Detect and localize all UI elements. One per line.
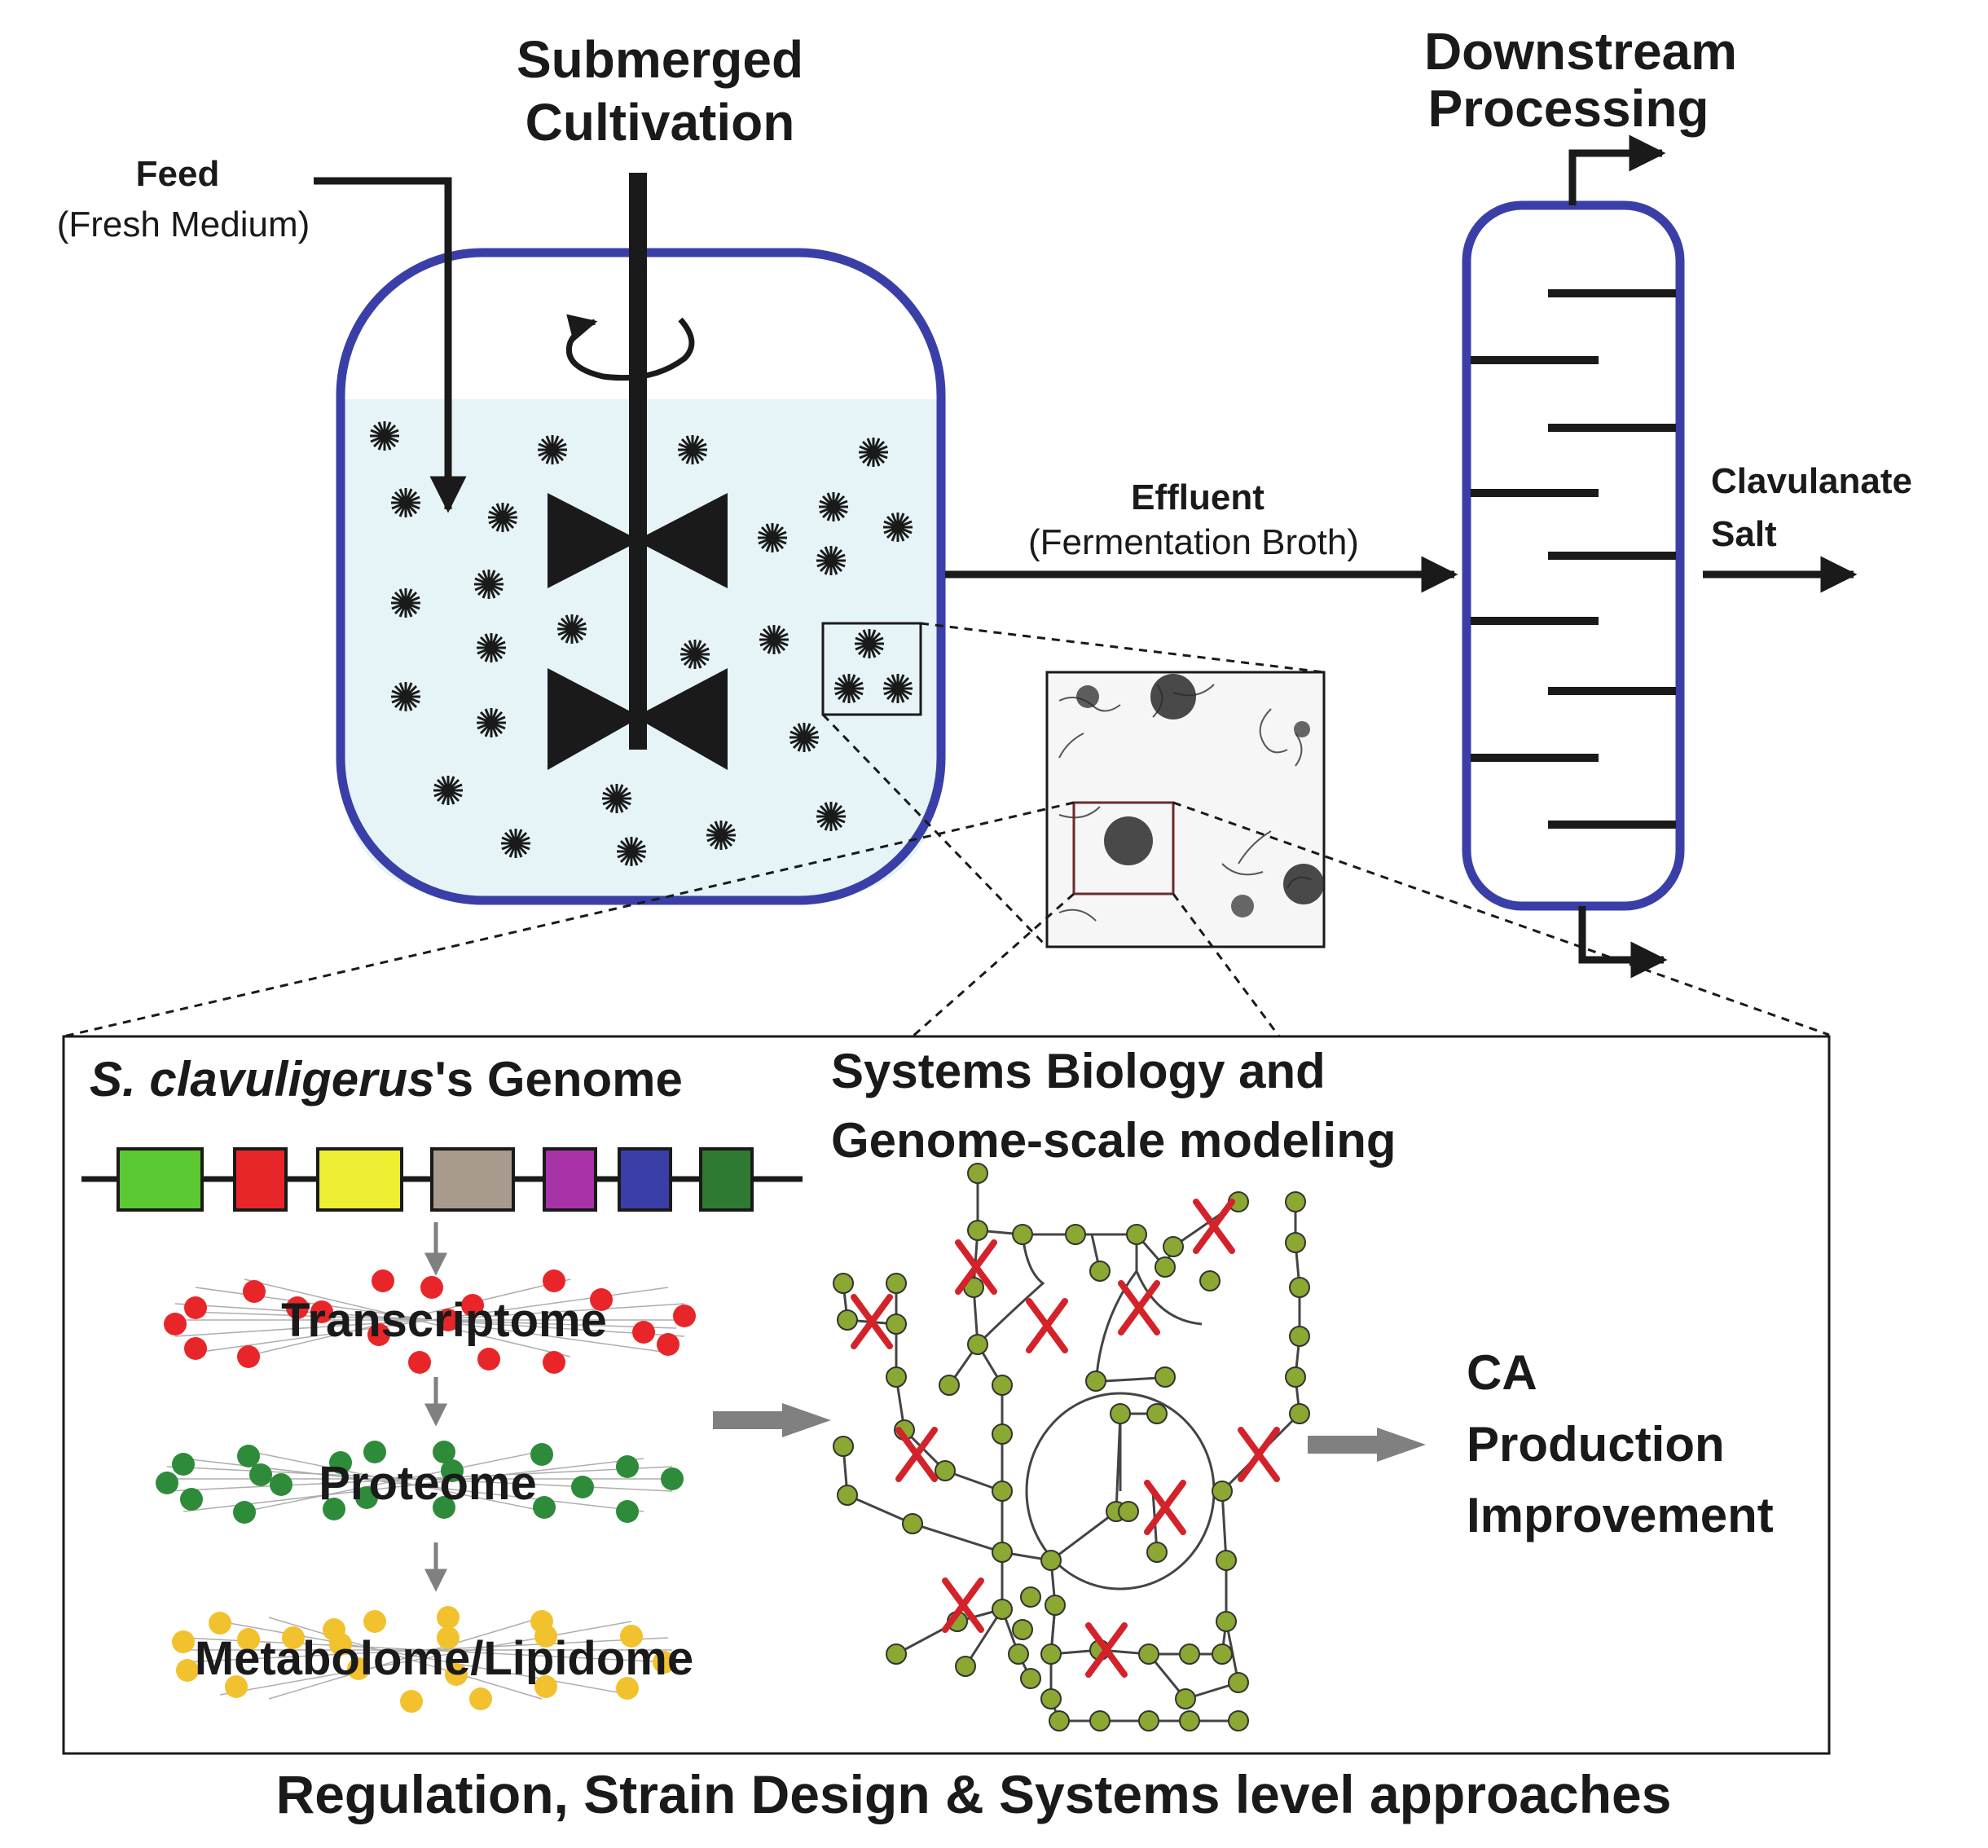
gene-strand bbox=[81, 1147, 803, 1212]
microscopy-image bbox=[1045, 671, 1326, 948]
gene-block-2 bbox=[233, 1147, 288, 1212]
zoom-selection-box bbox=[821, 622, 922, 716]
effluent-label: Effluent bbox=[1131, 477, 1264, 517]
ca-label-line1: CA bbox=[1467, 1345, 1537, 1400]
big-flow-arrow-right bbox=[1308, 1428, 1426, 1462]
column-bottom-outlet-arrow bbox=[1578, 906, 1668, 979]
metabolome-network: Metabolome/Lipidome bbox=[172, 1606, 693, 1713]
column-top-outlet-arrow bbox=[1568, 134, 1666, 205]
systems-biology-panel bbox=[62, 1035, 1831, 1755]
gene-block-5 bbox=[543, 1147, 597, 1212]
clavulanate-salt-label-line1: Clavulanate bbox=[1711, 461, 1912, 501]
species-name: S. clavuligerus bbox=[90, 1052, 435, 1107]
feed-pipe-arrow bbox=[314, 177, 467, 513]
gene-block-4 bbox=[430, 1147, 515, 1212]
footer-caption: Regulation, Strain Design & Systems leve… bbox=[276, 1764, 1672, 1824]
submerged-cultivation-title-line2: Cultivation bbox=[526, 93, 795, 152]
genome-suffix: 's Genome bbox=[435, 1052, 683, 1107]
submerged-cultivation-title-line1: Submerged bbox=[517, 30, 803, 89]
gene-block-1 bbox=[117, 1147, 204, 1212]
clavulanate-salt-label-line2: Salt bbox=[1711, 514, 1777, 554]
separation-column bbox=[1462, 134, 1685, 979]
zoom-guide-lines bbox=[63, 622, 1830, 1038]
impeller-blade-upper bbox=[548, 493, 728, 588]
feed-label: Feed bbox=[136, 154, 220, 194]
downstream-processing-title-line1: Downstream bbox=[1424, 22, 1737, 81]
microscopy-zoom-box bbox=[1072, 801, 1175, 895]
gene-block-7 bbox=[699, 1147, 754, 1212]
proteome-network: Proteome bbox=[156, 1441, 684, 1524]
transcriptome-network: Transcriptome bbox=[164, 1269, 696, 1374]
ca-label-line2: Production bbox=[1467, 1417, 1725, 1472]
proteome-label: Proteome bbox=[319, 1457, 537, 1510]
fresh-medium-label: (Fresh Medium) bbox=[57, 205, 310, 244]
systems-biology-title-line1: Systems Biology and bbox=[831, 1044, 1326, 1098]
downstream-processing-title-line2: Processing bbox=[1427, 79, 1709, 138]
fermentation-broth-label: (Fermentation Broth) bbox=[1028, 522, 1359, 562]
systems-biology-title-line2: Genome-scale modeling bbox=[831, 1113, 1396, 1168]
gene-block-3 bbox=[316, 1147, 403, 1212]
ca-label-line3: Improvement bbox=[1467, 1488, 1774, 1542]
metabolic-network bbox=[833, 1163, 1310, 1731]
gene-block-6 bbox=[618, 1147, 672, 1212]
omics-flow-arrows bbox=[424, 1222, 448, 1592]
impeller-blade-lower bbox=[548, 668, 728, 770]
column-trays bbox=[1471, 289, 1676, 829]
bioreactor bbox=[314, 173, 946, 905]
metabolome-label: Metabolome/Lipidome bbox=[195, 1632, 693, 1685]
transcriptome-label: Transcriptome bbox=[281, 1294, 607, 1347]
rotation-arrow bbox=[566, 314, 695, 381]
genome-title: S. clavuligerus's Genome bbox=[90, 1052, 683, 1107]
big-flow-arrow-left bbox=[713, 1403, 831, 1437]
